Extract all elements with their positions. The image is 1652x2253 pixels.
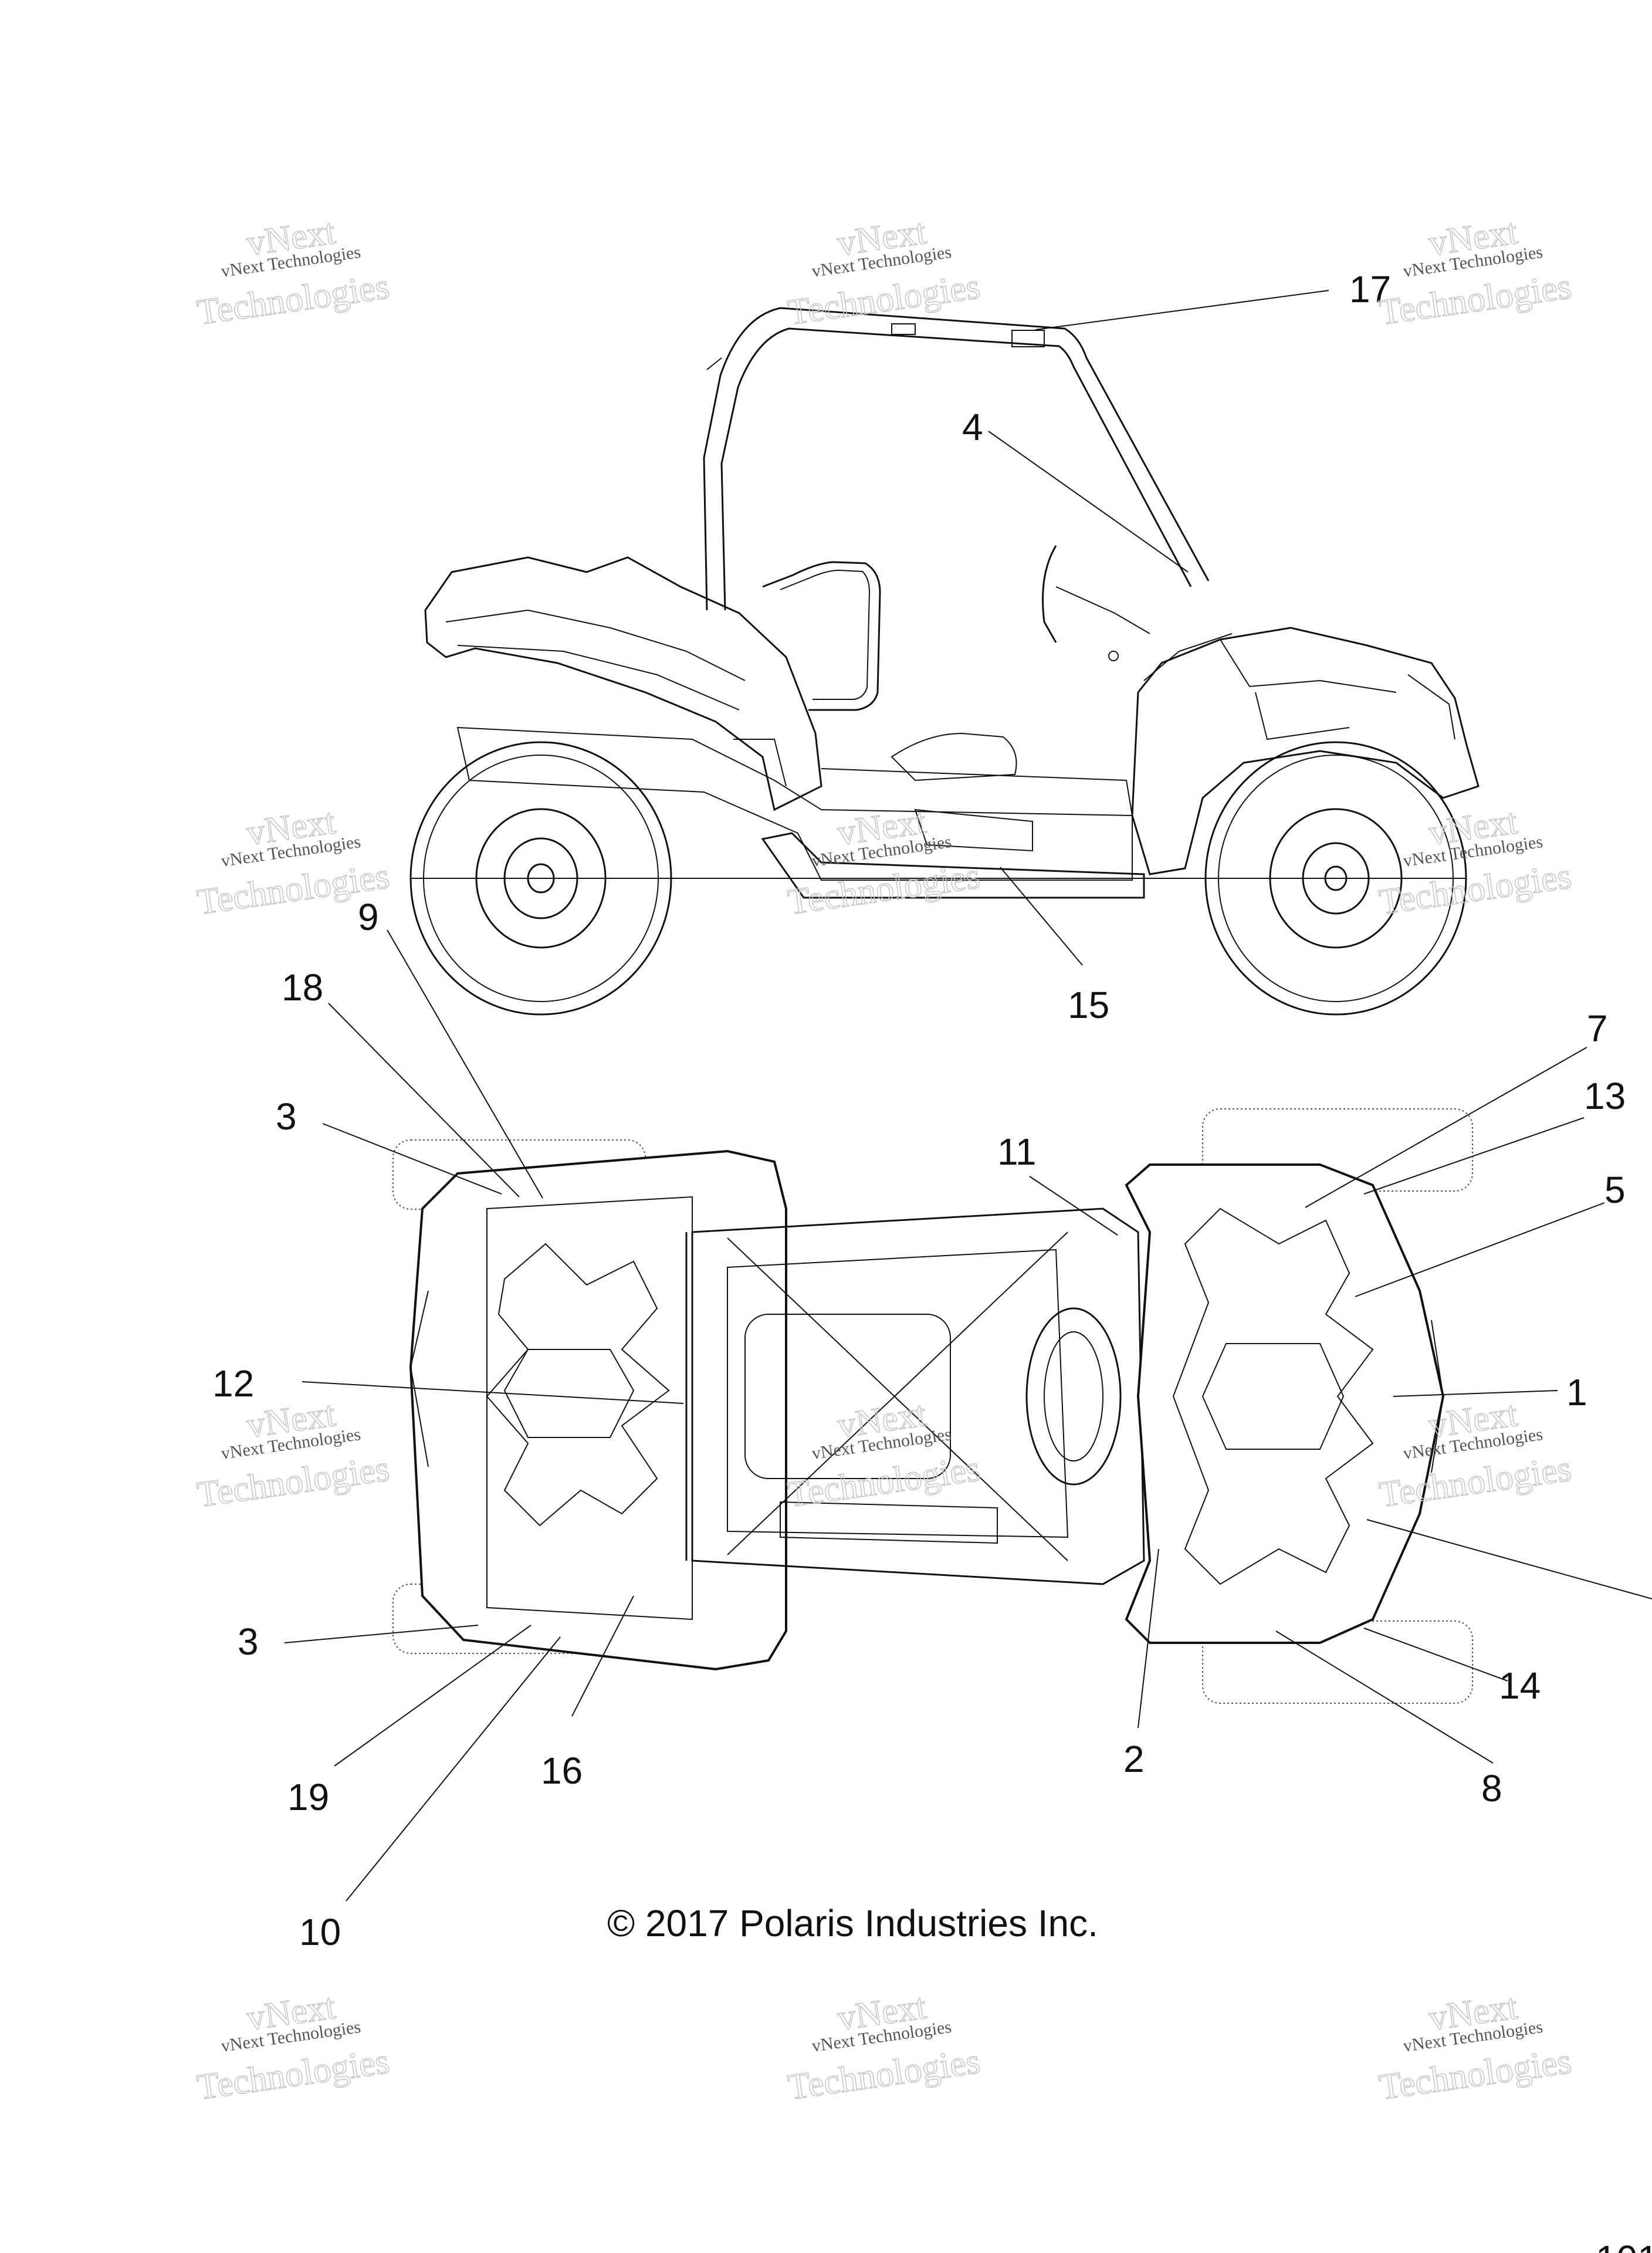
- callout-1: 1: [1566, 1371, 1587, 1413]
- callout-14: 14: [1499, 1665, 1541, 1707]
- callout-10: 10: [299, 1911, 341, 1953]
- leader-14: [1363, 1628, 1508, 1682]
- watermark: vNext vNext Technologies Technologies: [194, 1986, 392, 2108]
- front-body: [1131, 627, 1480, 875]
- copyright-notice: © 2017 Polaris Industries Inc.: [607, 1902, 1098, 1944]
- callout-4: 4: [962, 406, 983, 448]
- callout-17: 17: [1349, 268, 1391, 310]
- callout-5: 5: [1604, 1169, 1626, 1211]
- leader-19: [334, 1625, 532, 1767]
- callout-2: 2: [1123, 1738, 1145, 1780]
- leader-1: [1393, 1390, 1558, 1397]
- front-wheel: [1204, 741, 1467, 1016]
- side-view-vehicle: [409, 307, 1480, 1016]
- callout-7: 7: [1587, 1007, 1608, 1050]
- watermark: vNext vNext Technologies Technologies: [785, 801, 983, 923]
- callout-19: 19: [287, 1776, 329, 1818]
- leader-2: [1138, 1548, 1159, 1728]
- watermark: vNext vNext Technologies Technologies: [194, 211, 392, 333]
- leader-16: [571, 1595, 634, 1717]
- leader-4: [988, 431, 1189, 573]
- center-chassis: [685, 1207, 1145, 1585]
- callout-8: 8: [1481, 1767, 1502, 1809]
- rear-body: [424, 556, 822, 811]
- callout-3-top: 3: [276, 1095, 297, 1138]
- rear-wheel: [409, 741, 672, 1016]
- callout-3-bottom: 3: [238, 1621, 259, 1663]
- leader-8: [1275, 1630, 1494, 1764]
- roll-cage: [703, 307, 1210, 711]
- leader-3-top: [322, 1123, 502, 1195]
- callout-9: 9: [358, 896, 379, 938]
- leader-lines: [284, 290, 1652, 1902]
- watermark: vNext vNext Technologies Technologies: [785, 1986, 983, 2108]
- leader-7: [1305, 1047, 1587, 1208]
- leader-9: [387, 929, 543, 1199]
- top-view-vehicle: [392, 1108, 1473, 1704]
- rear-deck: [409, 1149, 787, 1671]
- watermark: vNext vNext Technologies Technologies: [1376, 211, 1575, 333]
- callout-18: 18: [282, 966, 323, 1009]
- front-hood: [1125, 1163, 1445, 1644]
- watermark: vNext vNext Technologies Technologies: [785, 1393, 983, 1515]
- leader-3-bottom: [284, 1625, 479, 1643]
- callout-11: 11: [997, 1131, 1036, 1173]
- callout-13: 13: [1584, 1075, 1626, 1117]
- watermarks: vNext vNext Technologies Technologies vN…: [194, 211, 1575, 2108]
- leader-15: [1000, 867, 1083, 966]
- callout-15: 15: [1068, 984, 1109, 1026]
- watermark: vNext vNext Technologies Technologies: [785, 211, 983, 333]
- page-number: 101: [1596, 2238, 1652, 2253]
- callout-16: 16: [541, 1750, 583, 1792]
- callout-12: 12: [212, 1362, 254, 1405]
- leader-5: [1355, 1202, 1605, 1297]
- watermark: vNext vNext Technologies Technologies: [194, 1393, 392, 1515]
- floor-chassis: [456, 726, 1206, 899]
- leader-6-offpage: [1366, 1519, 1652, 1599]
- steering-wheel: [1042, 545, 1150, 661]
- leader-13: [1363, 1117, 1585, 1195]
- leader-17: [1035, 290, 1329, 330]
- callout-labels: 17 4 9 15 18 3 11 7 13 5 12 1 3 14 2 8 1…: [212, 268, 1626, 1953]
- leader-11: [1029, 1176, 1118, 1236]
- leader-12: [302, 1381, 684, 1404]
- leader-18: [328, 1003, 520, 1197]
- leader-10: [346, 1636, 561, 1902]
- watermark: vNext vNext Technologies Technologies: [1376, 1986, 1575, 2108]
